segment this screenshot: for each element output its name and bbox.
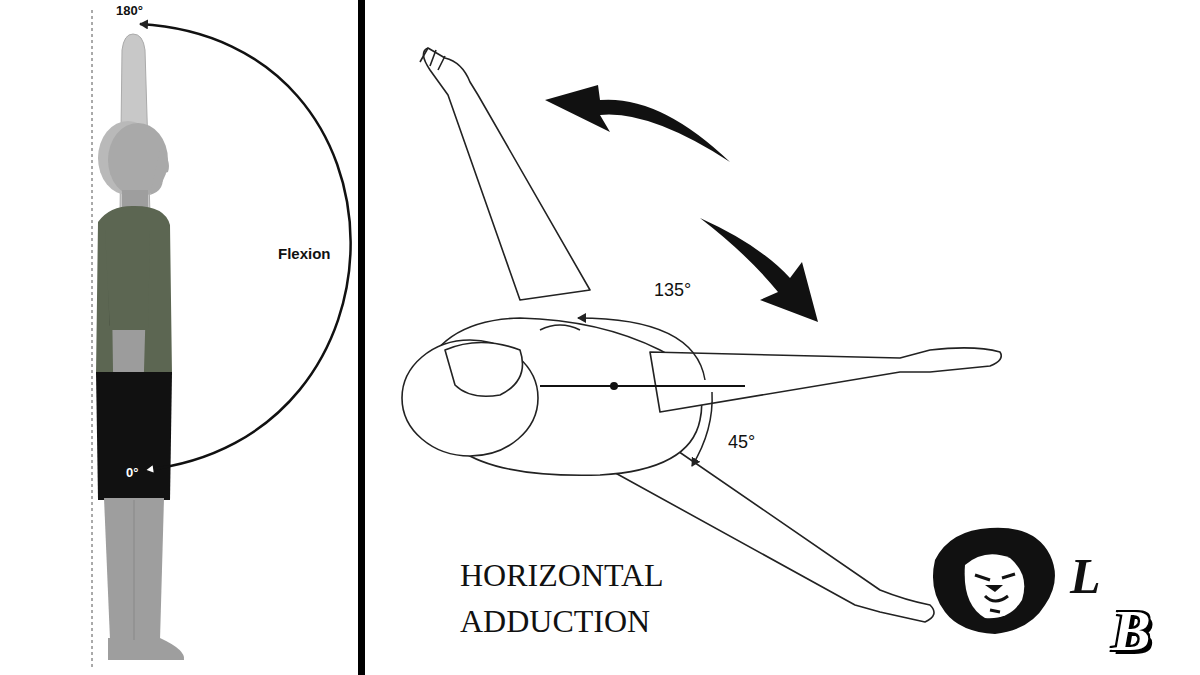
axis-line [540,385,745,387]
logo-letter: B [1112,598,1151,665]
angle-label: 180° [116,4,143,19]
angle-label: 135° [654,280,691,301]
top-view-figure [402,48,1001,622]
angle-arc [692,392,712,466]
motion-arrow [700,218,818,322]
motion-arrow [545,85,730,162]
angle-label: 45° [728,432,755,453]
lion-logo [933,528,1055,634]
legs [104,498,184,660]
motion-label: Flexion [278,245,331,262]
head [108,123,169,210]
shorts [96,372,172,500]
angle-label: 0° [126,466,138,481]
reference-line [92,10,93,668]
angle-arc [578,318,705,380]
logo-letter: L [1070,548,1101,606]
panel-divider [358,0,365,675]
caption-label: HORIZONTAL ADDUCTION [460,552,710,645]
pivot-dot [610,382,618,390]
flexion-arc [140,24,351,470]
